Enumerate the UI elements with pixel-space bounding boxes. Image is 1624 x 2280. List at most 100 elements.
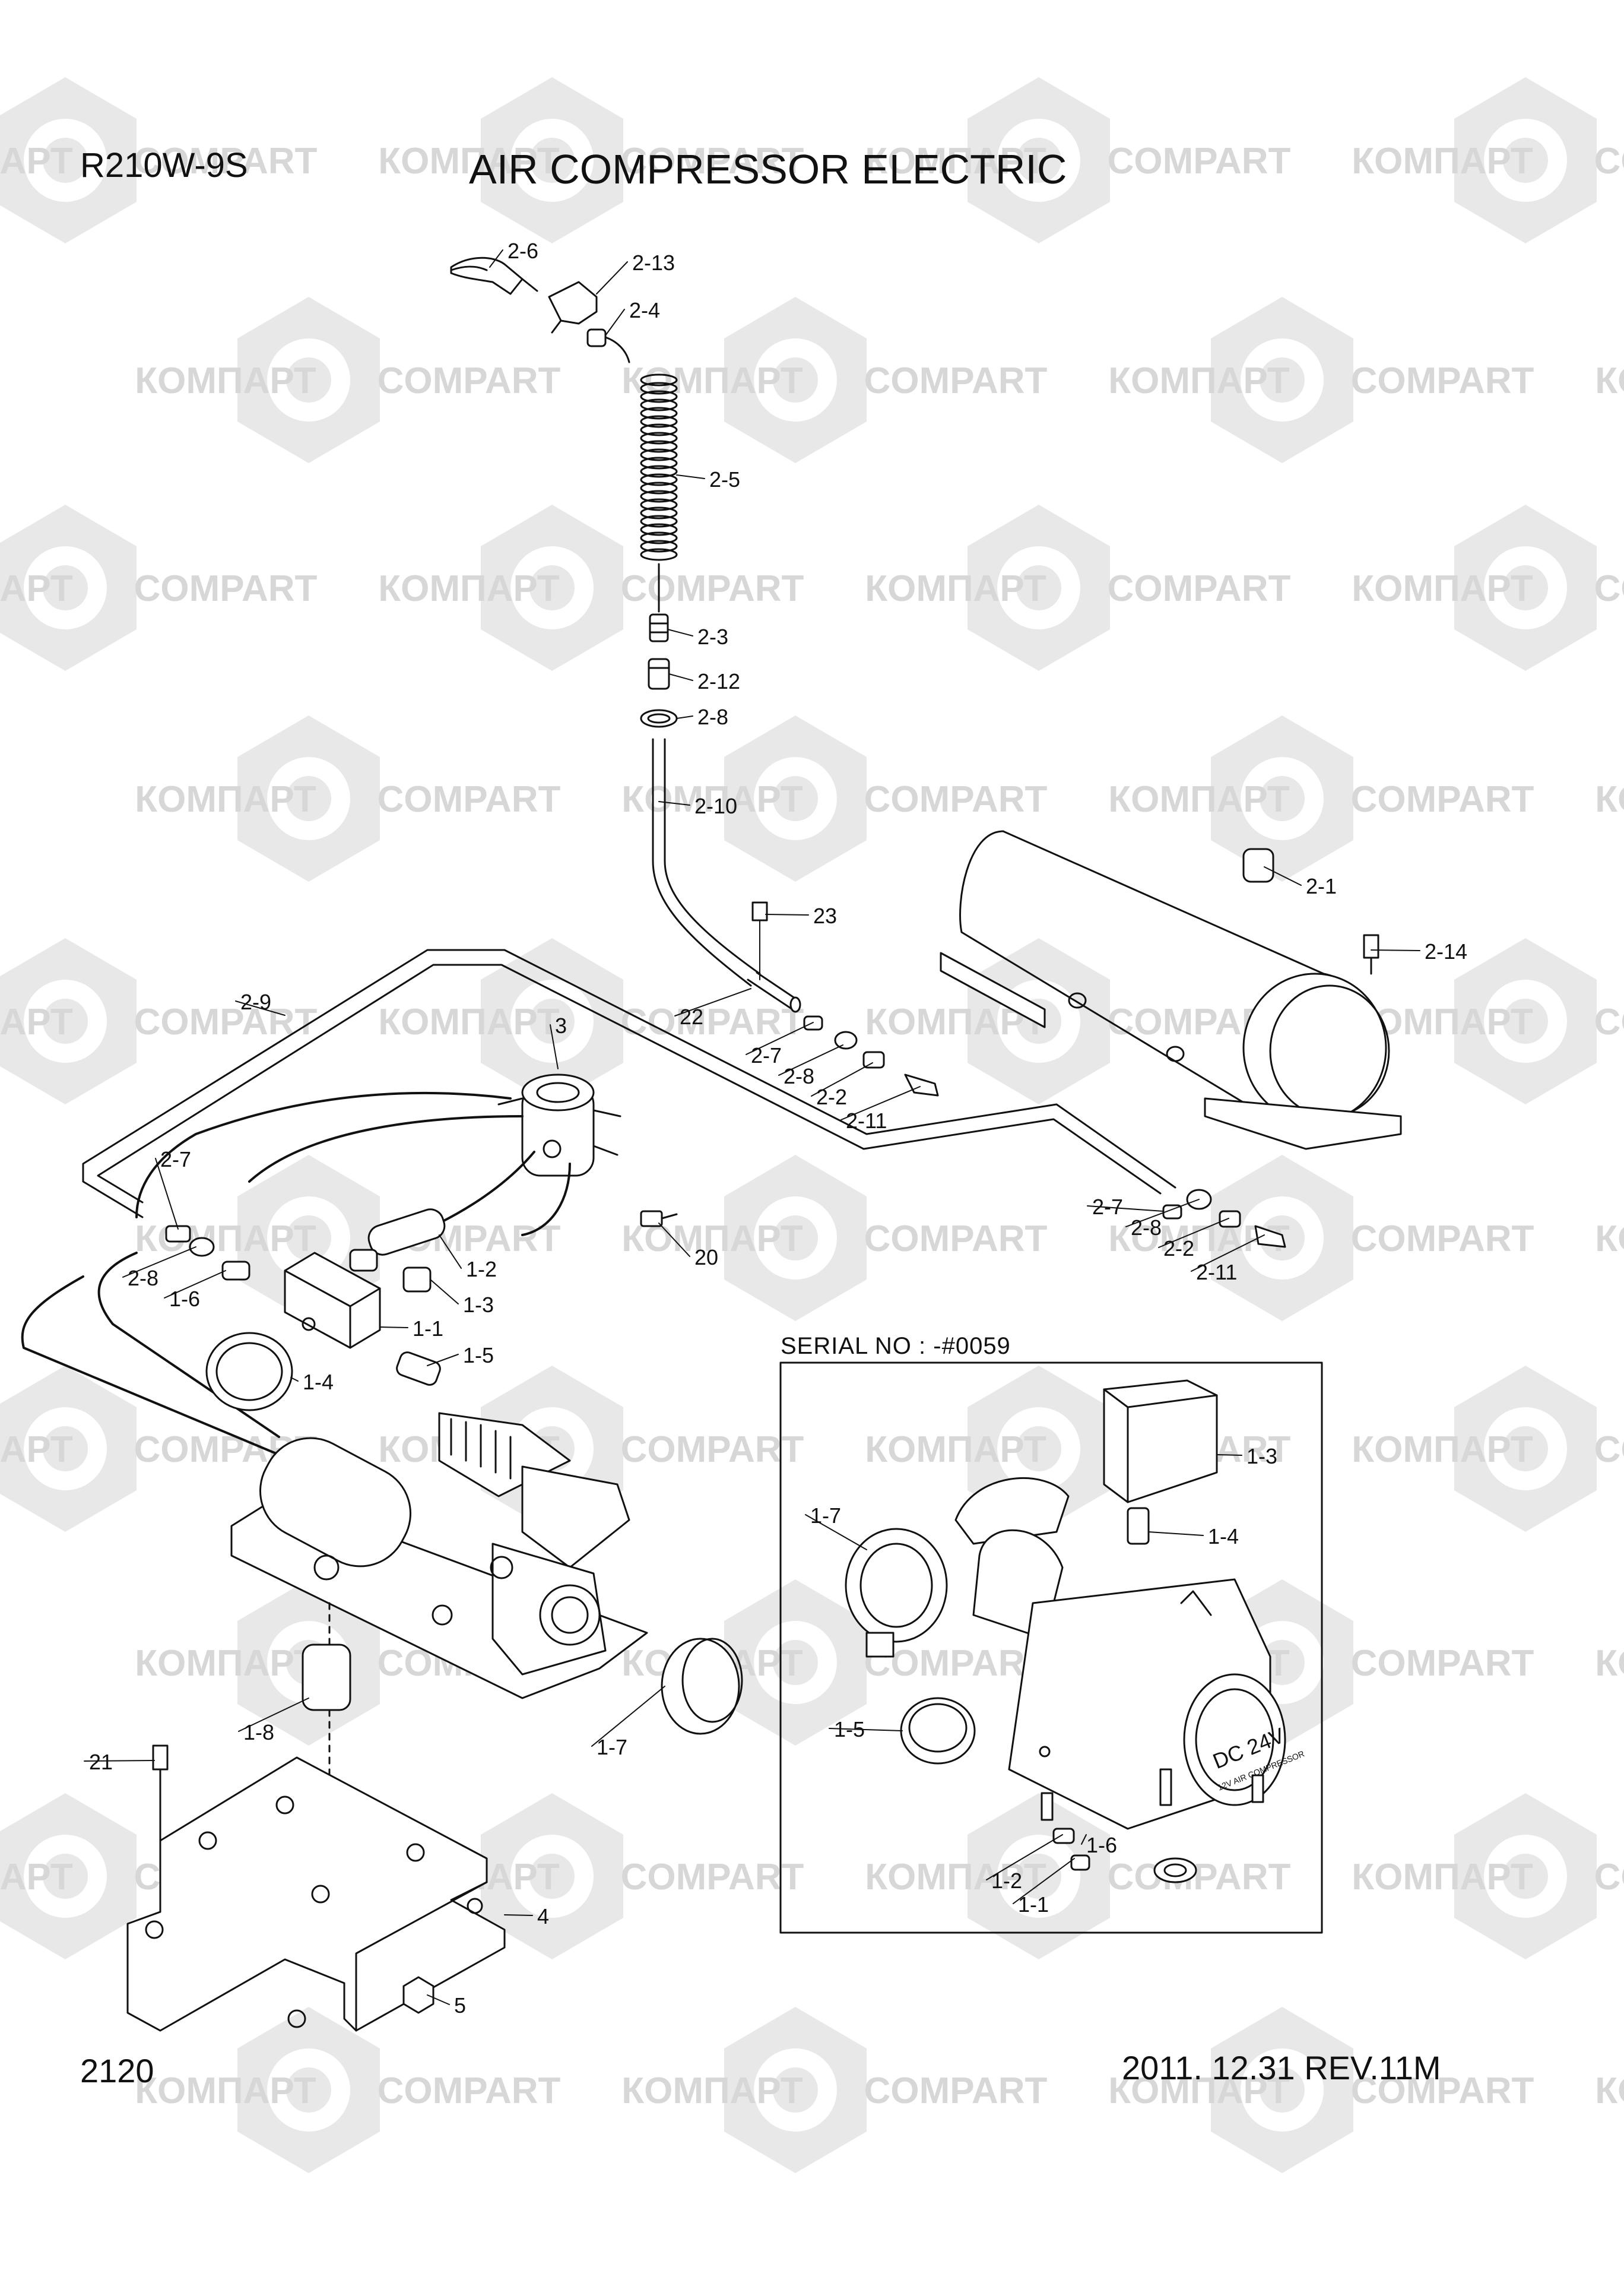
leader-lines xyxy=(84,249,1420,2005)
watermark-text-cyrillic: КОМПАРТ xyxy=(1352,1429,1533,1470)
watermark-text-latin: COMPART xyxy=(378,360,561,401)
coil-turn xyxy=(640,473,678,486)
watermark-text-latin: COMPART xyxy=(1594,1857,1624,1898)
watermark-text-cyrillic: КОМПАРТ xyxy=(0,1857,73,1898)
callout-label: 1-3 xyxy=(463,1293,494,1317)
fittings-upper xyxy=(803,1015,939,1097)
watermark-text-latin: COMPART xyxy=(864,1643,1048,1684)
page-number: 2120 xyxy=(80,2052,154,2089)
coil-turn xyxy=(640,482,678,495)
watermark-text-latin: COMPART xyxy=(621,1429,804,1470)
watermark-text-latin: COMPART xyxy=(134,1002,318,1043)
callout-label: 2-7 xyxy=(1092,1195,1123,1219)
coil-turn xyxy=(640,548,678,561)
watermark-text-latin: COMPART xyxy=(864,1218,1048,1259)
fitting-1-5 xyxy=(396,1351,441,1386)
coil-turn xyxy=(640,465,678,478)
fitting-1-6 xyxy=(221,1261,250,1281)
callout-label: 1-7 xyxy=(597,1735,627,1759)
watermark-text-cyrillic: КОМПАРТ xyxy=(0,1429,73,1470)
coil-turn xyxy=(640,506,678,520)
filter-cap xyxy=(661,1638,743,1735)
leader-line xyxy=(605,309,625,336)
leader-line xyxy=(155,1158,179,1230)
coil-turn xyxy=(640,531,678,544)
wires xyxy=(21,1091,571,1456)
fitting-1-3 xyxy=(402,1266,432,1293)
coil-turn xyxy=(640,407,678,420)
coil-turn xyxy=(640,423,678,436)
watermark-text-cyrillic: КОМПАРТ xyxy=(0,1002,73,1043)
leader-line xyxy=(238,1698,309,1732)
leader-line xyxy=(122,1246,196,1278)
leader-line xyxy=(668,673,693,681)
leader-line xyxy=(1125,1199,1200,1227)
coil-turn xyxy=(640,440,678,453)
callout-label: 2-7 xyxy=(160,1147,191,1171)
callout-label: 2-8 xyxy=(784,1064,814,1088)
callout-label: 1-1 xyxy=(413,1316,443,1341)
callout-label: 2-9 xyxy=(240,990,271,1014)
leader-line xyxy=(778,1044,843,1076)
callout-label: 2-7 xyxy=(751,1043,782,1068)
leader-line xyxy=(235,1000,286,1016)
serial-label: SERIAL NO : -#0059 xyxy=(781,1333,1011,1359)
watermark-text-cyrillic: КОМПАРТ xyxy=(865,1429,1046,1470)
leader-line xyxy=(840,1086,921,1120)
leader-line xyxy=(658,801,690,806)
leader-line xyxy=(489,249,503,268)
watermark-text-cyrillic: КОМПАРТ xyxy=(135,360,316,401)
watermark-text-latin: COMPART xyxy=(134,141,318,182)
watermark-text-cyrillic: КОМПАРТ xyxy=(135,779,316,820)
watermark-text-latin: COMPART xyxy=(621,1002,804,1043)
inset-frame xyxy=(779,1361,1323,1934)
coil-turn xyxy=(640,398,678,411)
callout-label: 2-8 xyxy=(1131,1215,1162,1240)
coil-turn xyxy=(640,457,678,470)
watermark-text-cyrillic: КОМПАРТ xyxy=(1352,1857,1533,1898)
watermark-text-latin: COMPART xyxy=(621,568,804,609)
leader-line xyxy=(674,988,751,1016)
leader-line xyxy=(1158,1218,1229,1248)
callout-label: 3 xyxy=(555,1014,567,1038)
leader-line xyxy=(84,1760,155,1762)
watermark-text-cyrillic: КОМПАРТ xyxy=(1108,779,1290,820)
relay xyxy=(497,1074,621,1177)
callout-label: 1-5 xyxy=(463,1343,494,1367)
coil-turn xyxy=(640,390,678,403)
callout-label: 2-1 xyxy=(1306,874,1337,898)
fitting-2-3 xyxy=(649,613,669,642)
leader-line xyxy=(676,474,705,479)
leader-line xyxy=(164,1270,226,1299)
leader-line xyxy=(765,914,809,916)
callout-label: 2-4 xyxy=(629,298,660,322)
callout-label: 5 xyxy=(454,1993,466,2018)
watermark-text-latin: COMPART xyxy=(1594,141,1624,182)
watermark-text-latin: COMPART xyxy=(621,141,804,182)
leader-line xyxy=(746,1022,814,1055)
callout-label: 2-5 xyxy=(709,467,740,492)
fitting-2-12 xyxy=(648,658,670,690)
watermark-text-cyrillic: КОМПАРТ xyxy=(1352,568,1533,609)
leader-line xyxy=(676,715,693,719)
exploded-view xyxy=(21,249,1420,2032)
watermark-text-cyrillic: КОМПАРТ xyxy=(621,360,803,401)
air-tank xyxy=(940,830,1402,1150)
model-code: R210W-9S xyxy=(80,146,248,185)
leader-line xyxy=(1081,1834,1087,1845)
callout-label: 1-6 xyxy=(169,1287,200,1311)
watermark-text-cyrillic: КОМПАРТ xyxy=(1108,360,1290,401)
watermark-text-cyrillic: КОМПАРТ xyxy=(0,568,73,609)
callout-label: 1-4 xyxy=(1208,1524,1239,1548)
fitting-2-4 xyxy=(586,328,630,363)
leader-line xyxy=(1087,1205,1164,1212)
watermark-text-latin: COMPART xyxy=(1351,779,1534,820)
pressure-switch xyxy=(349,1208,446,1272)
callout-label: 4 xyxy=(537,1904,549,1928)
compressor xyxy=(230,1412,648,1699)
callout-label: 2-14 xyxy=(1425,939,1467,964)
callout-label: 20 xyxy=(694,1245,718,1269)
callout-label: 1-2 xyxy=(991,1869,1022,1893)
callout-label: 2-11 xyxy=(1196,1260,1237,1284)
watermark-text-cyrillic: КОМПАРТ xyxy=(1595,1643,1624,1684)
